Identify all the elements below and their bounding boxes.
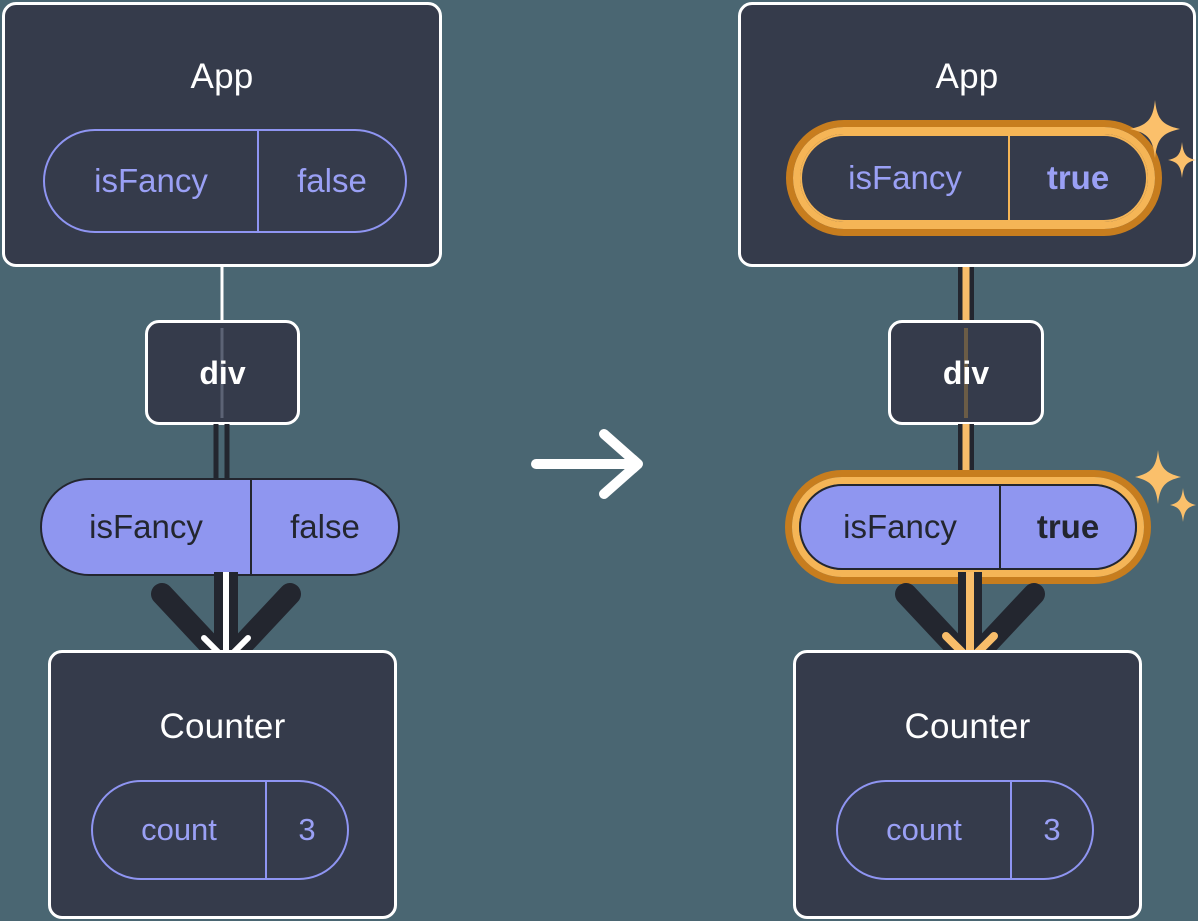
counter-state-pill-before: count 3 bbox=[91, 780, 349, 880]
div-box-label-before: div bbox=[199, 355, 246, 391]
app-prop-highlight-ring-after bbox=[786, 120, 1162, 236]
app-prop-key-before: isFancy bbox=[94, 162, 208, 199]
app-prop-value-after: true bbox=[1008, 136, 1146, 220]
passed-prop-pill-before: isFancy false bbox=[40, 478, 400, 576]
passed-prop-key-before: isFancy bbox=[89, 508, 203, 545]
counter-state-value-before: 3 bbox=[265, 782, 347, 878]
passed-prop-key-after: isFancy bbox=[843, 508, 957, 545]
app-title-before: App bbox=[190, 57, 254, 96]
passed-prop-value-before: false bbox=[250, 480, 398, 574]
counter-state-key-after: count bbox=[886, 812, 962, 847]
counter-title-after: Counter bbox=[904, 707, 1031, 746]
counter-state-value-after: 3 bbox=[1010, 782, 1092, 878]
counter-title-before: Counter bbox=[159, 707, 286, 746]
counter-panel-before: Counter count 3 bbox=[48, 650, 397, 919]
passed-prop-pill-after: isFancy true bbox=[799, 484, 1137, 570]
app-prop-pill-before: isFancy false bbox=[43, 129, 407, 233]
passed-prop-value-after: true bbox=[999, 486, 1135, 568]
counter-panel-after: Counter count 3 bbox=[793, 650, 1142, 919]
flow-arrow-after bbox=[895, 572, 1045, 669]
flow-arrow-before bbox=[151, 572, 301, 669]
app-panel-before: App isFancy false bbox=[2, 2, 442, 267]
connector-through-div-after bbox=[964, 328, 968, 418]
connector-app-to-div-after bbox=[958, 262, 974, 326]
app-prop-value-before: false bbox=[257, 131, 405, 231]
connector-through-div-before bbox=[220, 328, 224, 418]
connector-div-to-prop-before bbox=[213, 424, 230, 486]
app-title-after: App bbox=[935, 57, 999, 96]
app-prop-highlight-inner-after bbox=[793, 127, 1155, 229]
counter-state-pill-after: count 3 bbox=[836, 780, 1094, 880]
connector-app-to-div-before bbox=[220, 262, 224, 326]
counter-state-key-before: count bbox=[141, 812, 217, 847]
div-box-label-after: div bbox=[942, 355, 990, 391]
app-prop-key-after: isFancy bbox=[848, 159, 962, 196]
transition-arrow-right-icon bbox=[531, 429, 643, 499]
app-prop-pill-after: isFancy true bbox=[800, 134, 1148, 222]
